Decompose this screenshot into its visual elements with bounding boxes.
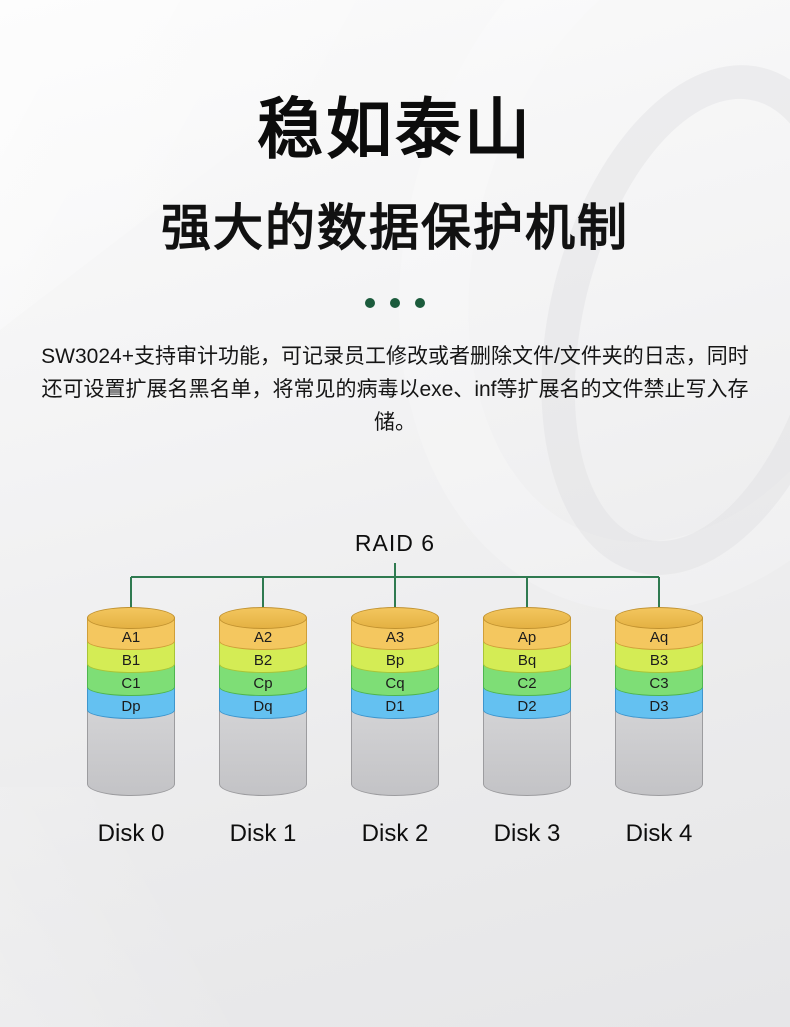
disk-3: Ap Bq C2 D2 Disk 3 [483,606,571,848]
disk-2: A3 Bp Cq D1 Disk 2 [351,606,439,848]
disk-body [615,709,703,796]
content-column: 稳如泰山 强大的数据保护机制 SW3024+支持审计功能，可记录员工修改或者删除… [0,76,790,848]
disk-cap-icon [351,606,439,629]
disk-label: Disk 3 [493,819,561,847]
disk-cap-icon [615,606,703,629]
disk-cap-icon [219,606,307,629]
disk-cylinder: A3 Bp Cq D1 [351,606,439,796]
disk-body [483,709,571,796]
disk-label: Disk 0 [97,819,165,847]
dot-icon [390,298,400,308]
disk-body [219,709,307,796]
disk-label: Disk 1 [229,819,297,847]
disk-label: Disk 4 [625,819,693,847]
disk-body [87,709,175,796]
disk-cylinder: A2 B2 Cp Dq [219,606,307,796]
disk-cap-icon [483,606,571,629]
disk-cylinder: Ap Bq C2 D2 [483,606,571,796]
page-title: 稳如泰山 [257,92,533,166]
disk-4: Aq B3 C3 D3 Disk 4 [615,606,703,848]
raid-connector-lines [130,562,660,609]
page-subtitle: 强大的数据保护机制 [161,200,629,256]
description-text: SW3024+支持审计功能，可记录员工修改或者删除文件/文件夹的日志，同时还可设… [41,345,749,435]
disk-cylinder: Aq B3 C3 D3 [615,606,703,796]
dot-icon [415,298,425,308]
disk-0: A1 B1 C1 Dp Disk 0 [87,606,175,848]
disk-body [351,709,439,796]
disk-1: A2 B2 Cp Dq Disk 1 [219,606,307,848]
disk-cylinder: A1 B1 C1 Dp [87,606,175,796]
disk-row: A1 B1 C1 Dp Disk 0 A2 B2 Cp Dq Disk 1 [87,606,703,848]
divider-dots [0,298,790,308]
disk-label: Disk 2 [361,819,429,847]
raid-level-label: RAID 6 [354,529,436,556]
disk-cap-icon [87,606,175,629]
dot-icon [365,298,375,308]
